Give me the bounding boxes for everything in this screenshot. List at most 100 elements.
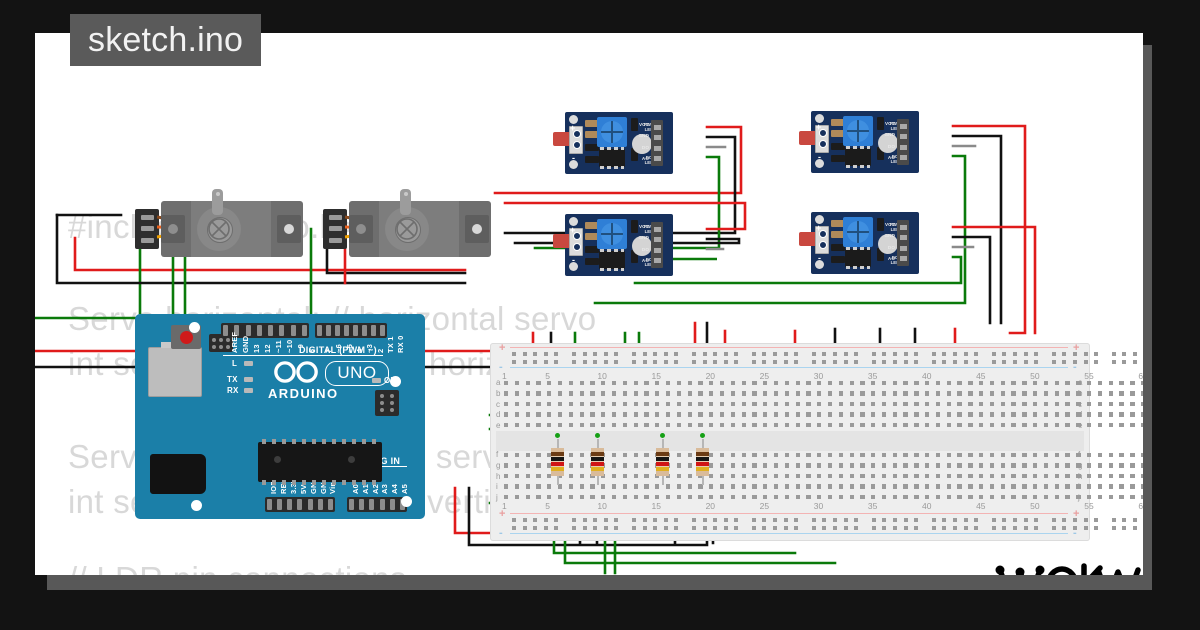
smd-capacitor-1 [631,118,638,131]
led-l [244,361,253,366]
breadboard-column-35: 35 [867,501,878,511]
ldr-pin-label-AO: AO [887,155,895,161]
rail-plus-left: + [499,342,506,354]
breadboard-row-letter-e-left: e [496,421,501,431]
breadboard-row-letter-g-right: g [1078,460,1083,470]
digital-header-low[interactable] [315,323,387,338]
led-rx [244,388,253,393]
breadboard-column-60: 60 [1138,371,1143,381]
mount-hole-4 [401,496,412,507]
circuit-canvas[interactable]: #include <Servo.h> Servo horizontal; // … [35,33,1143,575]
trimmer-potentiometer[interactable] [843,217,873,247]
ldr-pin-label-VCC: VCC [885,222,895,227]
smd-resistor-4 [831,256,845,263]
comparator-ic [845,146,871,168]
servo-horn[interactable] [212,189,223,215]
breadboard-column-55: 55 [1084,501,1094,511]
breadboard-column-55: 55 [1084,371,1094,381]
servo-vertical[interactable] [323,189,491,257]
breadboard-column-45: 45 [976,501,986,511]
analog-pin-label-A4: A4 [390,484,400,494]
ldr-pin-header[interactable] [651,120,663,166]
digital-pin-label-AREF: AREF [230,331,239,353]
breadboard-row-c [504,401,1143,407]
file-tab-sketch-ino[interactable]: sketch.ino [70,14,262,66]
servo-shaft-icon [396,218,418,240]
rail-plus-right: + [1073,342,1080,354]
ldr-pin-header[interactable] [897,220,909,266]
wire-junction [595,433,600,438]
led-tx [244,377,253,382]
usb-port [148,342,202,397]
breadboard-column-5: 5 [545,501,550,511]
power-header[interactable] [265,497,335,512]
indicator-led [878,133,898,153]
analog-pin-label-A5: A5 [400,484,409,494]
servo-horn[interactable] [400,189,411,215]
trimmer-potentiometer[interactable] [597,117,627,147]
breadboard-row-letter-h-right: h [1078,471,1083,481]
digital-header-high[interactable] [221,323,309,338]
resistor-4[interactable] [696,439,709,485]
ldr-terminal-plus: + [816,122,822,132]
resistor-2[interactable] [591,439,604,485]
led-on [372,378,381,383]
breadboard-row-letter-d-right: d [1078,410,1083,420]
trimmer-potentiometer[interactable] [597,219,627,249]
smd-resistor-1 [585,120,599,127]
breadboard-column-45: 45 [976,371,986,381]
rail-plus-right-b: + [1073,508,1080,520]
analog-header[interactable] [347,497,407,512]
resistor-1[interactable] [551,439,564,485]
photoresistor-terminal-block [815,125,829,153]
digital-pin-label-RX0: RX 0 [396,335,406,353]
breadboard-rail-top: + - + - [496,342,1137,373]
breadboard-row-d [504,412,1143,417]
breadboard-column-15: 15 [651,501,661,511]
trimmer-potentiometer[interactable] [843,116,873,146]
ldr-pin-header[interactable] [897,119,909,165]
breadboard-column-30: 30 [813,371,824,381]
ldr-pin-header[interactable] [651,222,663,268]
rail-minus-right: - [1073,361,1077,373]
power-pin-label-5V: 5V [298,484,308,494]
led-rx-label: RX [227,386,239,395]
breadboard-row-letter-e-right: e [1078,421,1083,431]
ldr-pin-label-GND: GND [884,233,895,239]
code-line-5: // LDR pin connections [68,560,407,575]
digital-header-title: DIGITAL (PWM ~) [299,345,377,355]
breadboard-column-40: 40 [921,371,932,381]
breadboard-row-letter-c-right: c [1078,399,1082,409]
mount-hole-on [390,376,401,387]
breadboard-row-e [504,422,1143,428]
smd-capacitor-1 [877,117,884,130]
ldr-mount-hole-1 [569,115,578,124]
comparator-ic [599,249,625,271]
resistor-3[interactable] [656,439,669,485]
breadboard-column-10: 10 [597,371,607,381]
breadboard-row-letter-h-left: h [496,471,501,481]
breadboard-row-letter-i-right: i [1078,482,1080,492]
breadboard-row-letter-g-left: g [496,460,501,470]
smd-resistor-3 [831,143,845,150]
wire-junction [660,433,665,438]
ldr-terminal-plus: + [816,223,822,233]
reset-button[interactable] [171,325,201,349]
ldr-pin-label-VCC: VCC [885,121,895,126]
ldr-pin-label-VCC: VCC [639,224,649,229]
photoresistor [799,131,817,145]
breadboard-row-j [504,494,1143,500]
breadboard-row-letter-f-left: f [496,450,499,459]
ldr-pin-label-DO: DO [887,143,895,149]
breadboard-column-5: 5 [545,371,550,381]
arduino-wordmark: ARDUINO [268,386,339,401]
servo-horizontal[interactable] [135,189,303,257]
breadboard-center-gutter [496,431,1084,451]
